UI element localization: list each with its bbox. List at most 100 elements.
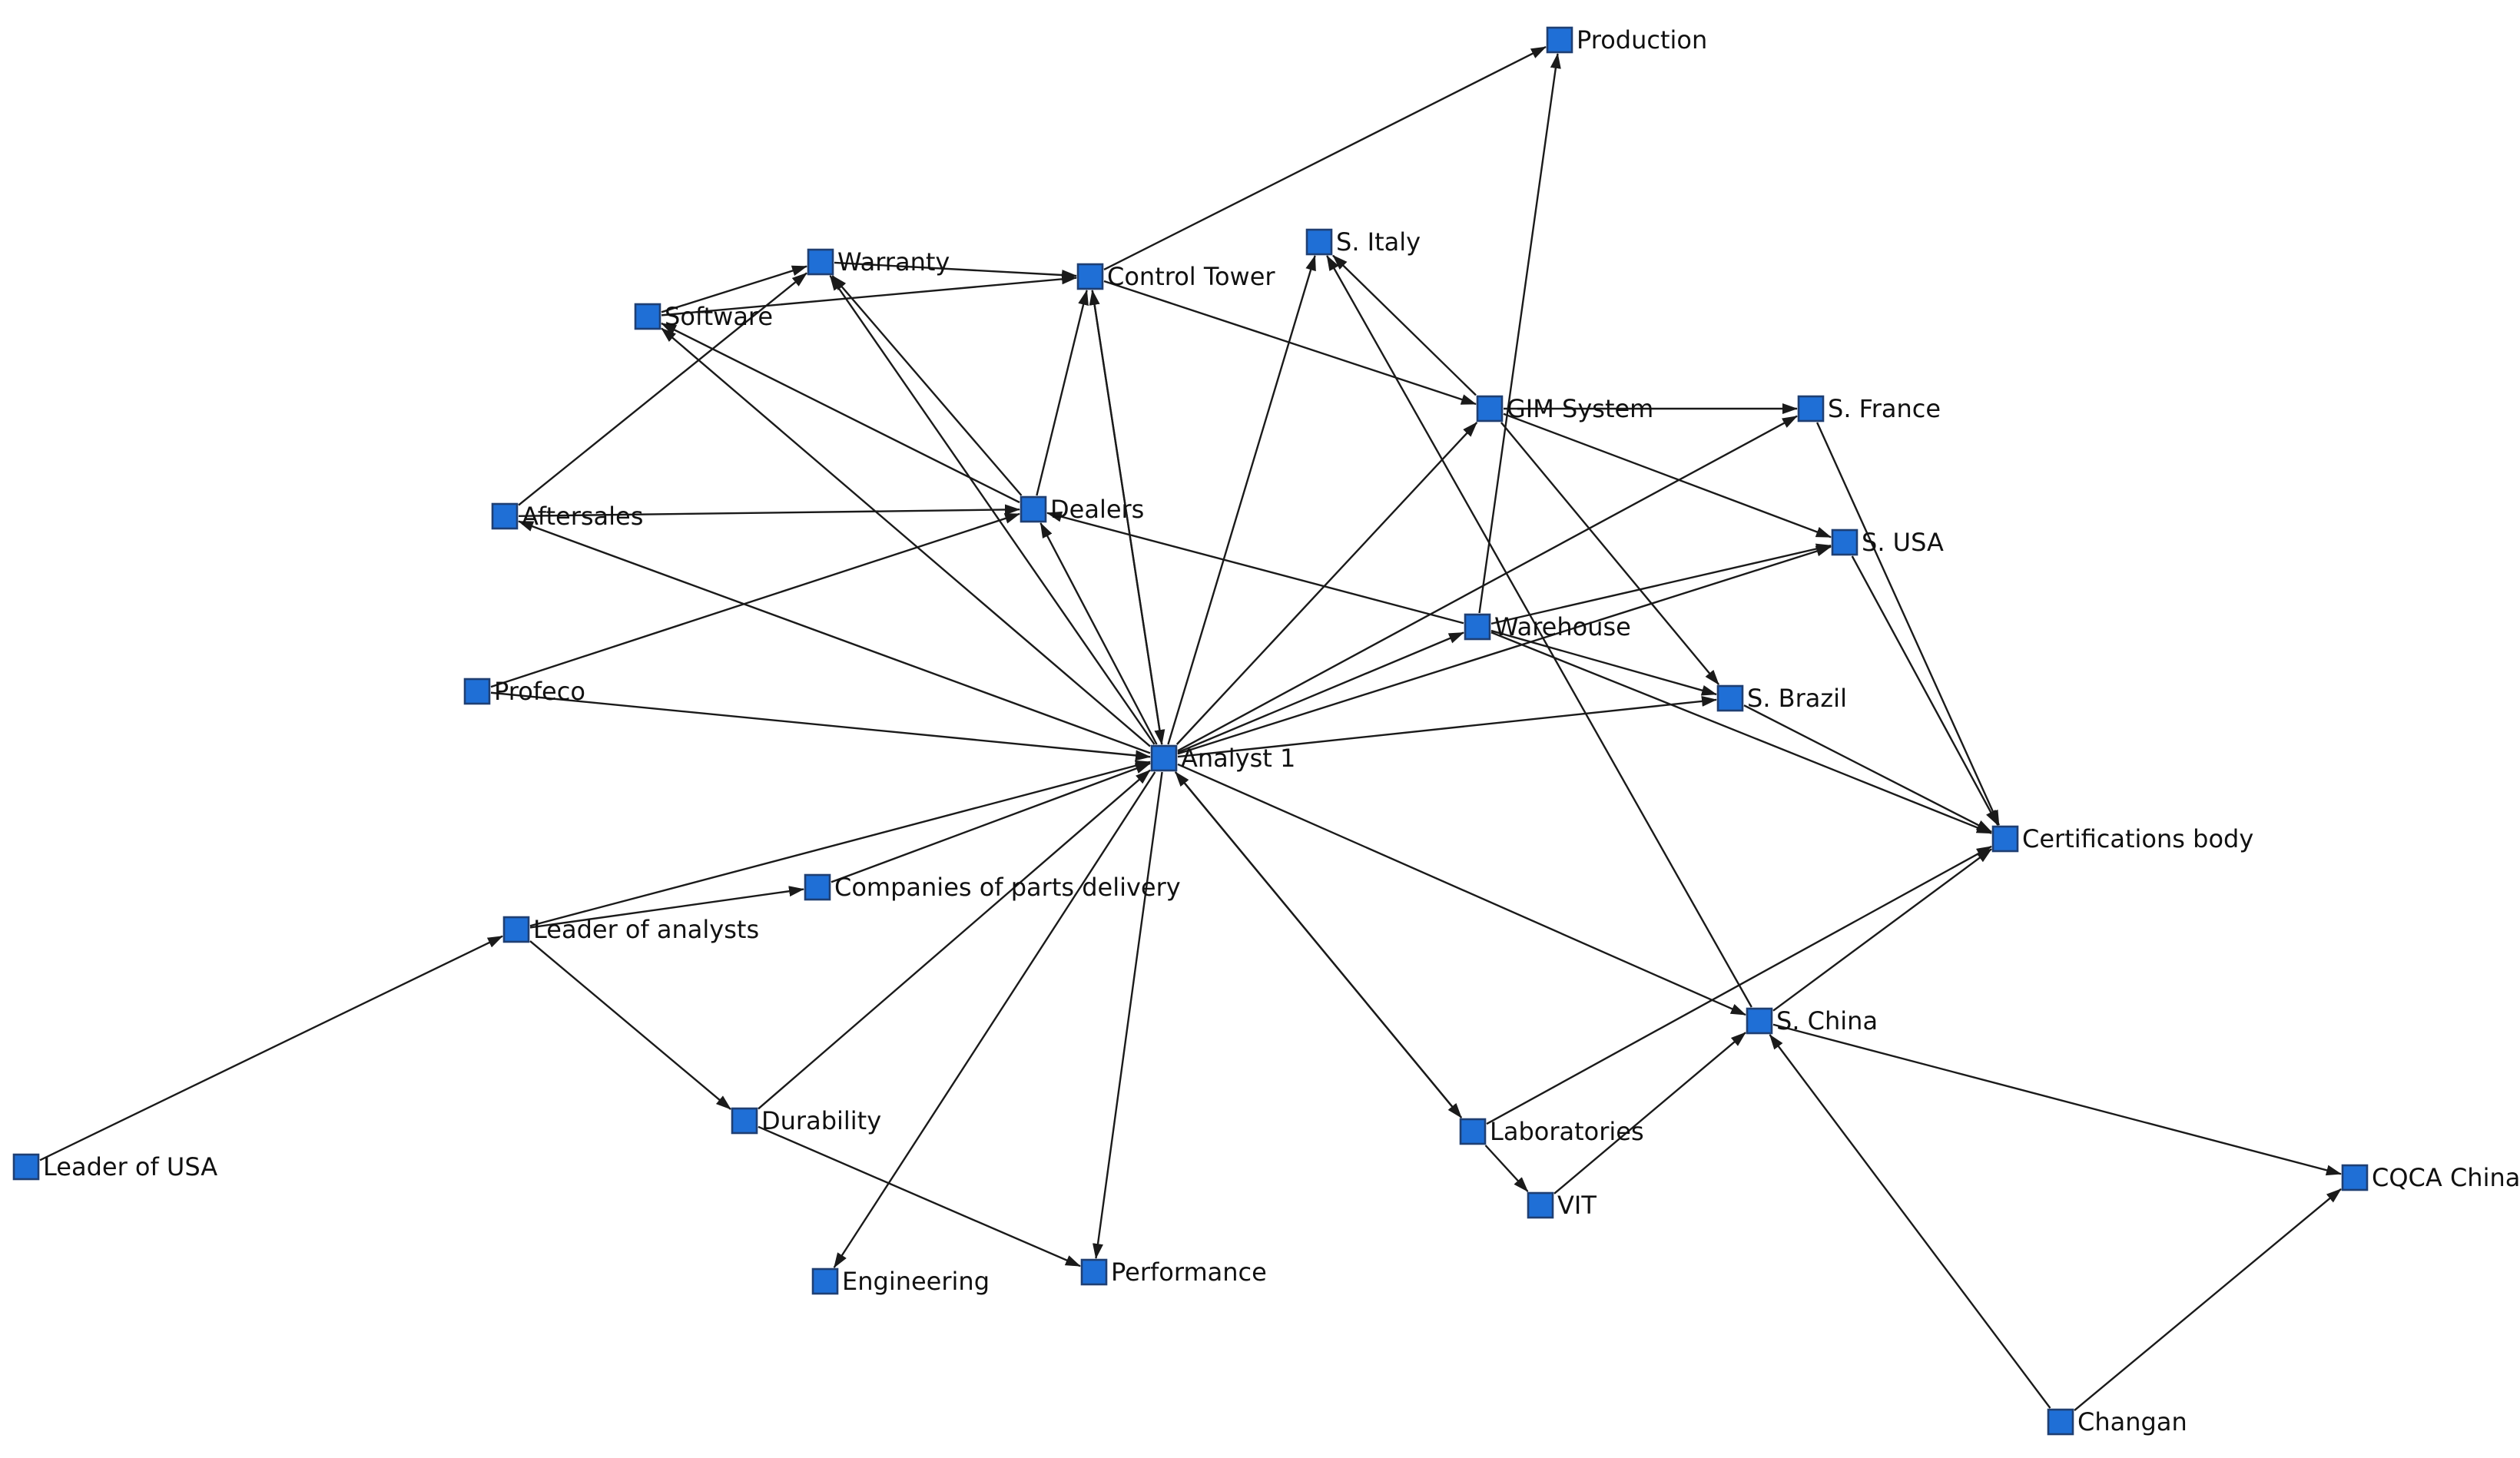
node-certifications-body[interactable]: Certifications body: [1991, 824, 2253, 853]
node-square-icon[interactable]: [12, 1153, 40, 1181]
edge-analyst-1-to-s-brazil: [1177, 695, 1717, 758]
node-square-icon[interactable]: [807, 248, 834, 276]
node-label: S. China: [1776, 1006, 1878, 1036]
node-label: CQCA China: [2372, 1163, 2520, 1192]
node-gim-system[interactable]: GIM System: [1476, 394, 1653, 423]
edges-layer: [39, 46, 2342, 1411]
node-label: Warranty: [837, 247, 950, 277]
node-analyst-1[interactable]: Analyst 1: [1150, 744, 1295, 773]
node-square-icon[interactable]: [1546, 26, 1573, 54]
node-dealers[interactable]: Dealers: [1020, 495, 1144, 524]
node-performance[interactable]: Performance: [1080, 1258, 1267, 1287]
node-square-icon[interactable]: [1305, 228, 1333, 256]
edge-s-china-to-s-italy: [1326, 255, 1752, 1008]
node-durability[interactable]: Durability: [731, 1106, 881, 1135]
node-label: Companies of parts delivery: [834, 873, 1181, 902]
edge-analyst-1-to-warehouse: [1177, 631, 1464, 754]
node-square-icon[interactable]: [1527, 1191, 1554, 1219]
edge-control-tower-to-analyst-1: [1091, 290, 1166, 745]
edge-gim-system-to-s-italy: [1332, 254, 1477, 396]
node-label: Laboratories: [1490, 1117, 1644, 1146]
node-label: Certifications body: [2022, 824, 2253, 853]
node-s-usa[interactable]: S. USA: [1831, 528, 1944, 557]
node-square-icon[interactable]: [1831, 529, 1858, 556]
node-leader-of-usa[interactable]: Leader of USA: [12, 1152, 217, 1181]
node-cqca-china[interactable]: CQCA China: [2341, 1163, 2520, 1192]
node-square-icon[interactable]: [811, 1267, 839, 1295]
edge-dealers-to-control-tower: [1036, 290, 1089, 496]
node-label: Performance: [1111, 1258, 1267, 1287]
node-label: Software: [665, 302, 773, 331]
node-software[interactable]: Software: [634, 302, 773, 331]
node-square-icon[interactable]: [463, 678, 491, 705]
edge-dealers-to-software: [661, 322, 1020, 504]
node-square-icon[interactable]: [634, 303, 662, 330]
node-label: Leader of analysts: [533, 915, 759, 944]
node-companies-of-parts-delivery[interactable]: Companies of parts delivery: [804, 873, 1181, 902]
node-label: VIT: [1557, 1191, 1597, 1220]
edge-laboratories-to-analyst-1: [1174, 771, 1463, 1118]
edge-control-tower-to-gim-system: [1103, 280, 1477, 406]
node-square-icon[interactable]: [1459, 1118, 1487, 1145]
node-square-icon[interactable]: [491, 502, 519, 530]
node-square-icon[interactable]: [1020, 495, 1047, 523]
edge-analyst-1-to-s-italy: [1167, 255, 1316, 745]
node-engineering[interactable]: Engineering: [811, 1267, 990, 1296]
node-vit[interactable]: VIT: [1527, 1191, 1597, 1220]
edge-laboratories-to-certifications-body: [1486, 845, 1992, 1125]
node-label: Warehouse: [1494, 612, 1631, 641]
edge-analyst-1-to-warranty: [829, 275, 1156, 745]
edge-s-brazil-to-certifications-body: [1743, 704, 1992, 833]
node-label: S. Italy: [1336, 227, 1421, 257]
node-square-icon[interactable]: [502, 916, 530, 943]
node-s-italy[interactable]: S. Italy: [1305, 227, 1421, 257]
edge-s-usa-to-certifications-body: [1851, 555, 1999, 826]
edge-durability-to-performance: [758, 1125, 1081, 1267]
node-square-icon[interactable]: [2341, 1164, 2369, 1191]
edge-software-to-warranty: [661, 265, 807, 313]
node-square-icon[interactable]: [731, 1107, 758, 1135]
edge-warehouse-to-production: [1478, 53, 1561, 614]
node-control-tower[interactable]: Control Tower: [1076, 262, 1275, 291]
node-warranty[interactable]: Warranty: [807, 247, 950, 277]
edge-warehouse-to-s-usa: [1490, 543, 1832, 625]
edge-leader-of-usa-to-leader-of-analysts: [39, 935, 503, 1161]
node-square-icon[interactable]: [1150, 744, 1178, 772]
node-label: Engineering: [842, 1267, 990, 1296]
node-square-icon[interactable]: [1476, 395, 1504, 422]
node-label: S. France: [1828, 394, 1941, 423]
edge-analyst-1-to-aftersales: [518, 520, 1151, 754]
node-laboratories[interactable]: Laboratories: [1459, 1117, 1644, 1146]
node-s-china[interactable]: S. China: [1746, 1006, 1878, 1036]
edge-analyst-1-to-software: [661, 327, 1151, 747]
node-warehouse[interactable]: Warehouse: [1464, 612, 1631, 641]
node-changan[interactable]: Changan: [2047, 1407, 2187, 1436]
node-label: Changan: [2077, 1407, 2187, 1436]
node-profeco[interactable]: Profeco: [463, 677, 585, 706]
node-s-france[interactable]: S. France: [1797, 394, 1941, 423]
node-label: Durability: [761, 1106, 881, 1135]
node-s-brazil[interactable]: S. Brazil: [1716, 684, 1847, 713]
edge-warranty-to-control-tower: [834, 261, 1077, 280]
node-production[interactable]: Production: [1546, 25, 1707, 55]
node-square-icon[interactable]: [1076, 263, 1104, 290]
edge-analyst-1-to-s-france: [1177, 415, 1798, 752]
node-label: Dealers: [1050, 495, 1144, 524]
edge-s-china-to-cqca-china: [1772, 1023, 2342, 1176]
edge-changan-to-s-china: [1769, 1034, 2051, 1409]
node-aftersales[interactable]: Aftersales: [491, 502, 643, 531]
node-square-icon[interactable]: [804, 873, 831, 901]
node-square-icon[interactable]: [1797, 395, 1825, 422]
edge-gim-system-to-s-brazil: [1500, 422, 1719, 685]
node-label: Analyst 1: [1181, 744, 1295, 773]
node-square-icon[interactable]: [1080, 1258, 1108, 1286]
node-square-icon[interactable]: [1991, 825, 2019, 853]
node-leader-of-analysts[interactable]: Leader of analysts: [502, 915, 759, 944]
node-square-icon[interactable]: [1746, 1007, 1773, 1035]
edge-analyst-1-to-gim-system: [1175, 422, 1478, 745]
node-square-icon[interactable]: [1464, 613, 1491, 641]
node-square-icon[interactable]: [1716, 684, 1744, 712]
node-square-icon[interactable]: [2047, 1408, 2074, 1436]
